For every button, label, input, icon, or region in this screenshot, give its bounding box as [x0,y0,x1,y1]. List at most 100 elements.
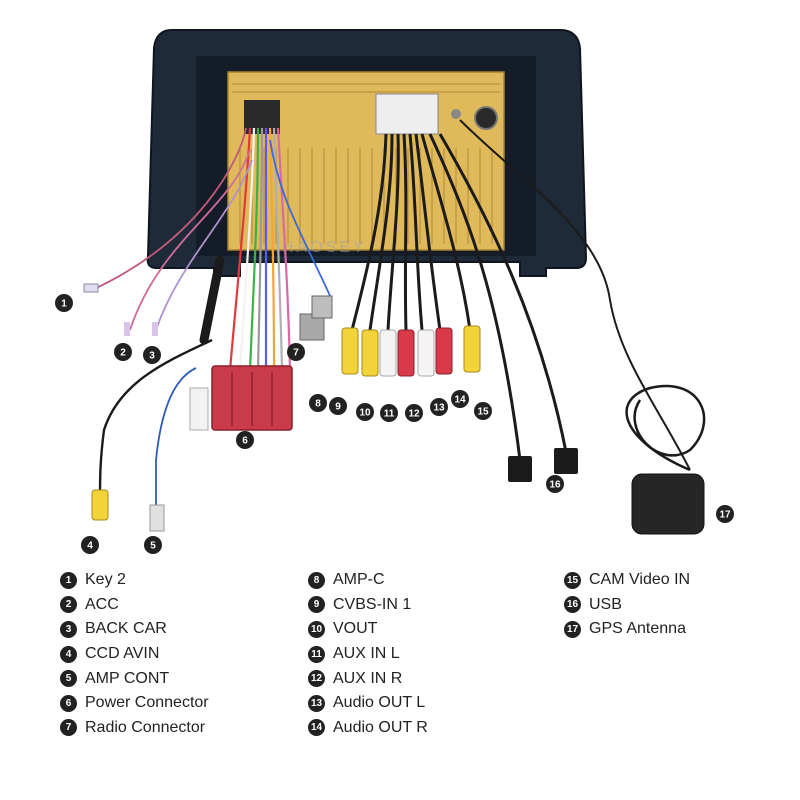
legend-label: CAM Video IN [589,571,691,589]
fuse-holder [199,255,225,345]
legend-item: 14 Audio OUT R [308,716,428,741]
svg-text:16: 16 [549,480,561,491]
legend-label: AMP CONT [85,669,170,687]
radio-chassis [227,71,505,251]
legend-label: Audio OUT R [333,718,428,736]
svg-text:14: 14 [454,395,466,406]
callout-5: 5 [144,536,162,554]
legend-label: BACK CAR [85,620,167,638]
legend-badge: 3 [60,620,77,638]
legend-label: Audio OUT L [333,694,426,712]
legend-badge: 5 [60,670,77,688]
callout-13: 13 [430,398,448,416]
legend-column-3: 15 CAM Video IN 16 USB 17 GPS Antenna [564,568,690,642]
svg-text:9: 9 [335,402,341,413]
antenna-socket [451,109,461,119]
legend-badge: 1 [60,571,77,589]
legend-item: 16 USB [564,593,690,618]
rca-plugs [341,325,481,377]
svg-text:11: 11 [384,409,395,420]
callout-17: 17 [716,505,734,523]
legend-badge: 7 [60,719,77,737]
svg-text:4: 4 [87,541,93,552]
legend-label: Radio Connector [85,718,206,736]
gps-antenna [631,473,705,535]
svg-text:2: 2 [120,348,126,359]
svg-text:6: 6 [242,436,248,447]
callout-2: 2 [114,343,132,361]
svg-text:7: 7 [293,348,299,359]
callout-10: 10 [356,403,374,421]
ccd-avin-rca [91,489,109,521]
legend-item: 6 Power Connector [60,691,209,716]
legend-badge: 17 [564,620,581,638]
callout-8: 8 [309,394,327,412]
callout-14: 14 [451,390,469,408]
svg-text:1: 1 [61,299,67,310]
legend-label: ACC [85,595,119,613]
legend-label: Power Connector [85,694,209,712]
legend-badge: 12 [308,670,325,688]
legend-item: 11 AUX IN L [308,642,428,667]
callout-11: 11 [380,404,398,422]
legend-item: 1 Key 2 [60,568,209,593]
watermark-text: HAOSEY [282,239,367,256]
legend-item: 8 AMP-C [308,568,428,593]
callout-15: 15 [474,402,492,420]
legend-badge: 10 [308,620,325,638]
usb-connector-b [554,448,578,474]
callout-3: 3 [143,346,161,364]
svg-text:13: 13 [433,403,445,414]
svg-text:12: 12 [408,409,420,420]
back-car-plug [152,322,158,336]
svg-text:17: 17 [719,510,731,521]
legend-item: 4 CCD AVIN [60,642,209,667]
legend-item: 13 Audio OUT L [308,691,428,716]
legend-badge: 16 [564,596,581,614]
legend-badge: 14 [308,719,325,737]
svg-text:5: 5 [150,541,156,552]
legend-label: CVBS-IN 1 [333,595,412,613]
callout-badges: 1 2 3 4 5 6 7 8 9 10 11 12 13 14 15 16 1… [55,294,734,554]
callout-1: 1 [55,294,73,312]
legend-badge: 2 [60,596,77,614]
power-connector-ribs [231,372,273,426]
legend-label: USB [589,595,622,613]
callout-7: 7 [287,343,305,361]
svg-text:3: 3 [149,351,155,362]
legend-label: GPS Antenna [589,620,686,638]
legend-badge: 4 [60,645,77,663]
svg-text:15: 15 [477,407,489,418]
callout-12: 12 [405,404,423,422]
legend-label: Key 2 [85,571,126,589]
gps-cable-coil [625,384,706,472]
callout-6: 6 [236,431,254,449]
legend-column-1: 1 Key 2 2 ACC 3 BACK CAR 4 CCD AVIN 5 AMP CON… [60,568,209,740]
legend-label: CCD AVIN [85,645,160,663]
legend-badge: 6 [60,694,77,712]
av-wire-bundle [350,119,691,471]
legend-badge: 13 [308,694,325,712]
wiring-diagram: HAOSEY [55,29,734,554]
chassis-av-block [375,93,439,135]
callout-9: 9 [329,397,347,415]
acc-plug [124,322,130,336]
legend-badge: 15 [564,571,581,589]
legend-item: 2 ACC [60,593,209,618]
white-plug [189,387,209,431]
svg-text:10: 10 [359,408,371,419]
legend-label: AMP-C [333,571,385,589]
legend-item: 15 CAM Video IN [564,568,690,593]
legend-item: 9 CVBS-IN 1 [308,593,428,618]
legend-label: AUX IN L [333,645,400,663]
legend-item: 17 GPS Antenna [564,617,690,642]
legend-badge: 9 [308,596,325,614]
usb-connector-a [508,456,532,482]
wire-harness [91,127,333,512]
legend-badge: 8 [308,571,325,589]
legend-badge: 11 [308,645,325,663]
amp-cont-plug [149,504,165,532]
